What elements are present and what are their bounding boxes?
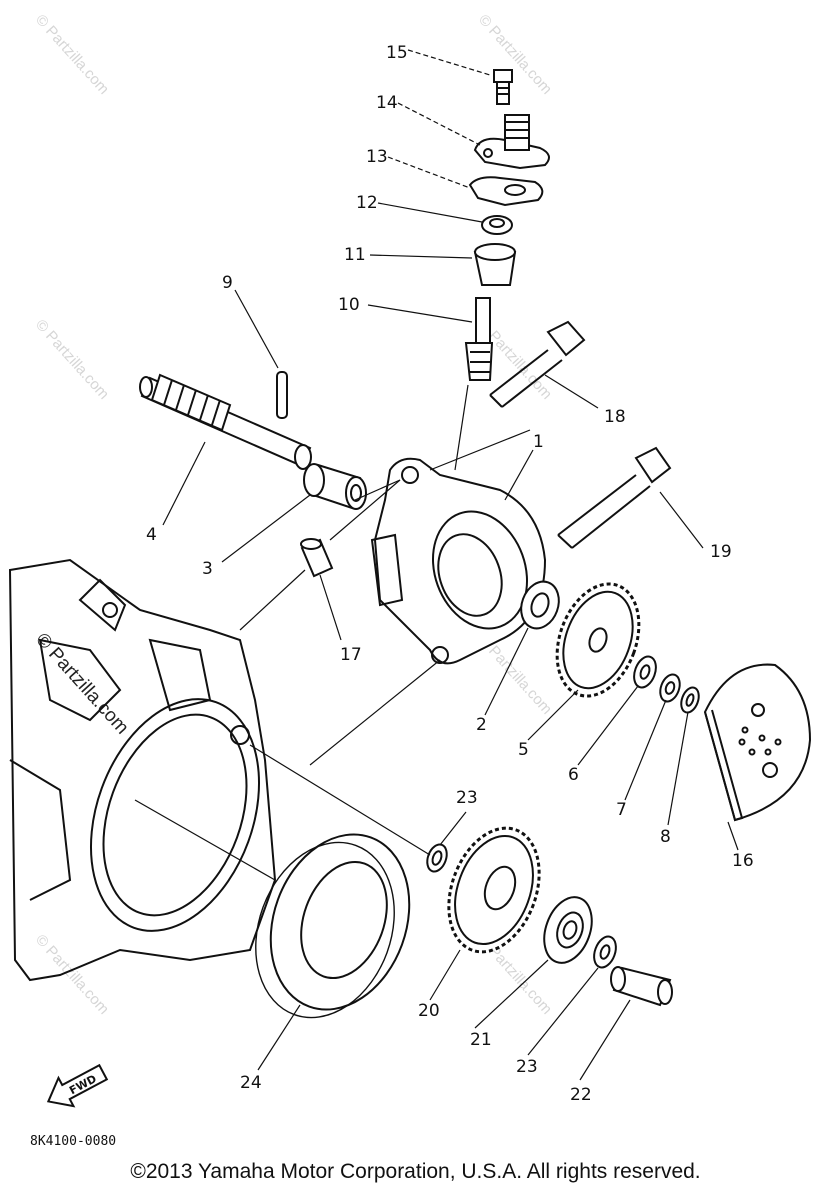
watermark-3: © Partzilla.com [32, 316, 112, 402]
part-11-bushing [473, 243, 517, 286]
part-12-seal [481, 215, 513, 235]
callout-10: 10 [338, 295, 360, 315]
part-23-circlip-upper [426, 843, 448, 873]
callout-18: 18 [604, 407, 626, 427]
watermark-6: © Partzilla.com [32, 931, 112, 1017]
callout-9: 9 [222, 273, 233, 293]
watermark-1: © Partzilla.com [32, 11, 112, 97]
part-18-long-bolt [489, 320, 586, 408]
part-21-bearing [543, 896, 593, 964]
part-17-dowel [300, 538, 334, 578]
callouts: 15 14 13 12 11 10 9 4 3 17 1 18 19 2 5 6… [146, 43, 754, 1105]
part-15-bolt [493, 69, 513, 105]
callout-19: 19 [710, 542, 732, 562]
fwd-arrow-icon: FWD [46, 1063, 109, 1108]
copyright-notice: ©2013 Yamaha Motor Corporation, U.S.A. A… [130, 1160, 701, 1183]
part-8-washer [680, 686, 700, 714]
callout-21: 21 [470, 1030, 492, 1050]
part-6-washer [633, 655, 657, 689]
callout-1: 1 [533, 432, 544, 452]
callout-17: 17 [340, 645, 362, 665]
part-2-oil-seal [520, 580, 560, 630]
callout-16: 16 [732, 851, 754, 871]
leader-lines [162, 49, 739, 1081]
part-24-ring [255, 833, 411, 1019]
callout-4: 4 [146, 525, 157, 545]
callout-6: 6 [568, 765, 579, 785]
part-16-plate [703, 663, 812, 822]
callout-15: 15 [386, 43, 408, 63]
part-7-washer [659, 673, 681, 703]
callout-7: 7 [616, 800, 627, 820]
part-9-pin [276, 371, 288, 419]
callout-5: 5 [518, 740, 529, 760]
callout-20: 20 [418, 1001, 440, 1021]
callout-11: 11 [344, 245, 366, 265]
drawing-code: 8K4100-0080 [30, 1134, 116, 1149]
part-23-washer-lower [593, 935, 617, 969]
part-5-gear [555, 582, 641, 698]
watermark-2: © Partzilla.com [475, 11, 555, 97]
part-19-long-bolt [557, 446, 672, 549]
callout-24: 24 [240, 1073, 262, 1093]
part-4-worm-shaft [139, 373, 312, 470]
assembly-lines [134, 429, 531, 881]
callout-12: 12 [356, 193, 378, 213]
callout-22: 22 [570, 1085, 592, 1105]
callout-23-lower: 23 [516, 1057, 538, 1077]
callout-2: 2 [476, 715, 487, 735]
callout-14: 14 [376, 93, 398, 113]
callout-8: 8 [660, 827, 671, 847]
callout-3: 3 [202, 559, 213, 579]
part-20-gear [447, 826, 541, 954]
callout-13: 13 [366, 147, 388, 167]
part-1-housing [370, 457, 547, 665]
part-22-dowel [610, 966, 673, 1007]
part-13-gasket [468, 176, 544, 207]
callout-23-upper: 23 [456, 788, 478, 808]
part-10-gear-shaft [464, 297, 494, 381]
part-3-bushing [303, 463, 367, 510]
part-14-fitting [473, 114, 550, 170]
